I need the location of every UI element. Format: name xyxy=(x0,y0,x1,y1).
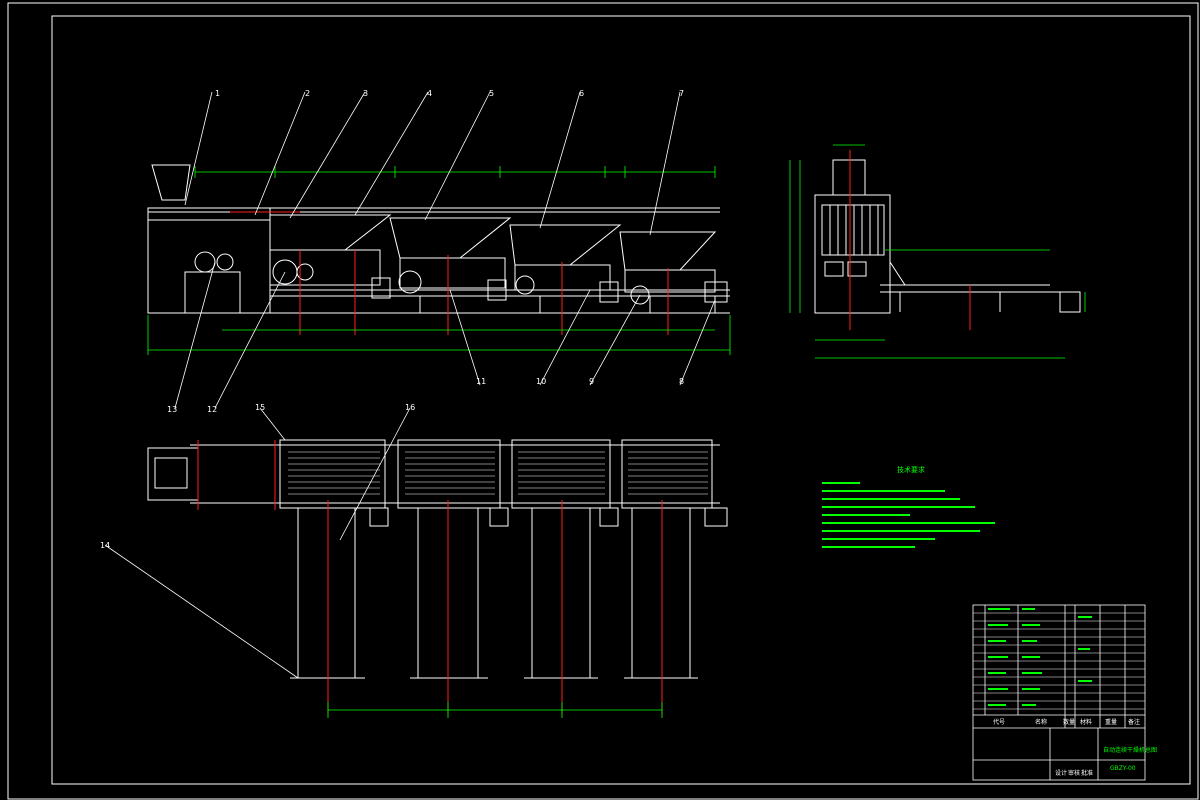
callout-8: 8 xyxy=(679,377,684,386)
plan-centerlines xyxy=(197,440,663,715)
title-block: 代号 名称 数量 材料 重量 备注 设计 审核 批准 自动连续干燥机总图 GBZ… xyxy=(972,604,1157,781)
callout-9: 9 xyxy=(589,377,594,386)
plan-dimensions xyxy=(327,702,663,718)
callout-15: 15 xyxy=(255,403,265,412)
callout-6: 6 xyxy=(579,89,584,98)
header-qty: 数量 xyxy=(1063,718,1075,726)
notes-title: 技术要求 xyxy=(897,465,925,474)
callout-7: 7 xyxy=(679,89,684,98)
footer-review: 审核 xyxy=(1068,769,1080,777)
footer-approve: 批准 xyxy=(1081,769,1093,777)
plan-slat-pattern xyxy=(288,451,708,495)
drawing-frame xyxy=(7,2,1199,800)
side-dimensions xyxy=(789,144,1086,359)
callout-13: 13 xyxy=(167,405,177,414)
callout-16: 16 xyxy=(405,403,415,412)
parts-list-text xyxy=(988,608,1092,706)
technical-notes: 技术要求 xyxy=(822,465,995,548)
header-material: 材料 xyxy=(1080,718,1092,726)
plan-view xyxy=(147,439,728,679)
callout-10: 10 xyxy=(536,377,546,386)
header-code: 代号 xyxy=(993,718,1005,726)
callout-5: 5 xyxy=(489,89,494,98)
callout-12: 12 xyxy=(207,405,217,414)
drawing-number: GBZY-00 xyxy=(1110,765,1136,772)
callout-14: 14 xyxy=(100,541,110,550)
side-centerlines xyxy=(849,150,971,330)
front-elevation-view xyxy=(147,164,730,314)
header-name: 名称 xyxy=(1035,718,1047,726)
front-centerlines xyxy=(230,211,669,335)
side-elevation-view xyxy=(814,159,1081,314)
callout-2: 2 xyxy=(305,89,310,98)
footer-design: 设计 xyxy=(1055,769,1067,777)
callout-1: 1 xyxy=(215,89,220,98)
front-dimensions xyxy=(147,166,731,355)
header-note: 备注 xyxy=(1128,718,1140,726)
drawing-name: 自动连续干燥机总图 xyxy=(1103,746,1157,754)
callouts: 1 2 3 4 5 6 7 11 10 9 8 13 12 15 16 14 xyxy=(100,89,684,550)
header-weight: 重量 xyxy=(1105,718,1117,726)
callout-3: 3 xyxy=(363,89,368,98)
leader-lines xyxy=(104,91,716,679)
notes-text-lines xyxy=(822,482,995,548)
callout-11: 11 xyxy=(476,377,486,386)
callout-4: 4 xyxy=(427,89,432,98)
